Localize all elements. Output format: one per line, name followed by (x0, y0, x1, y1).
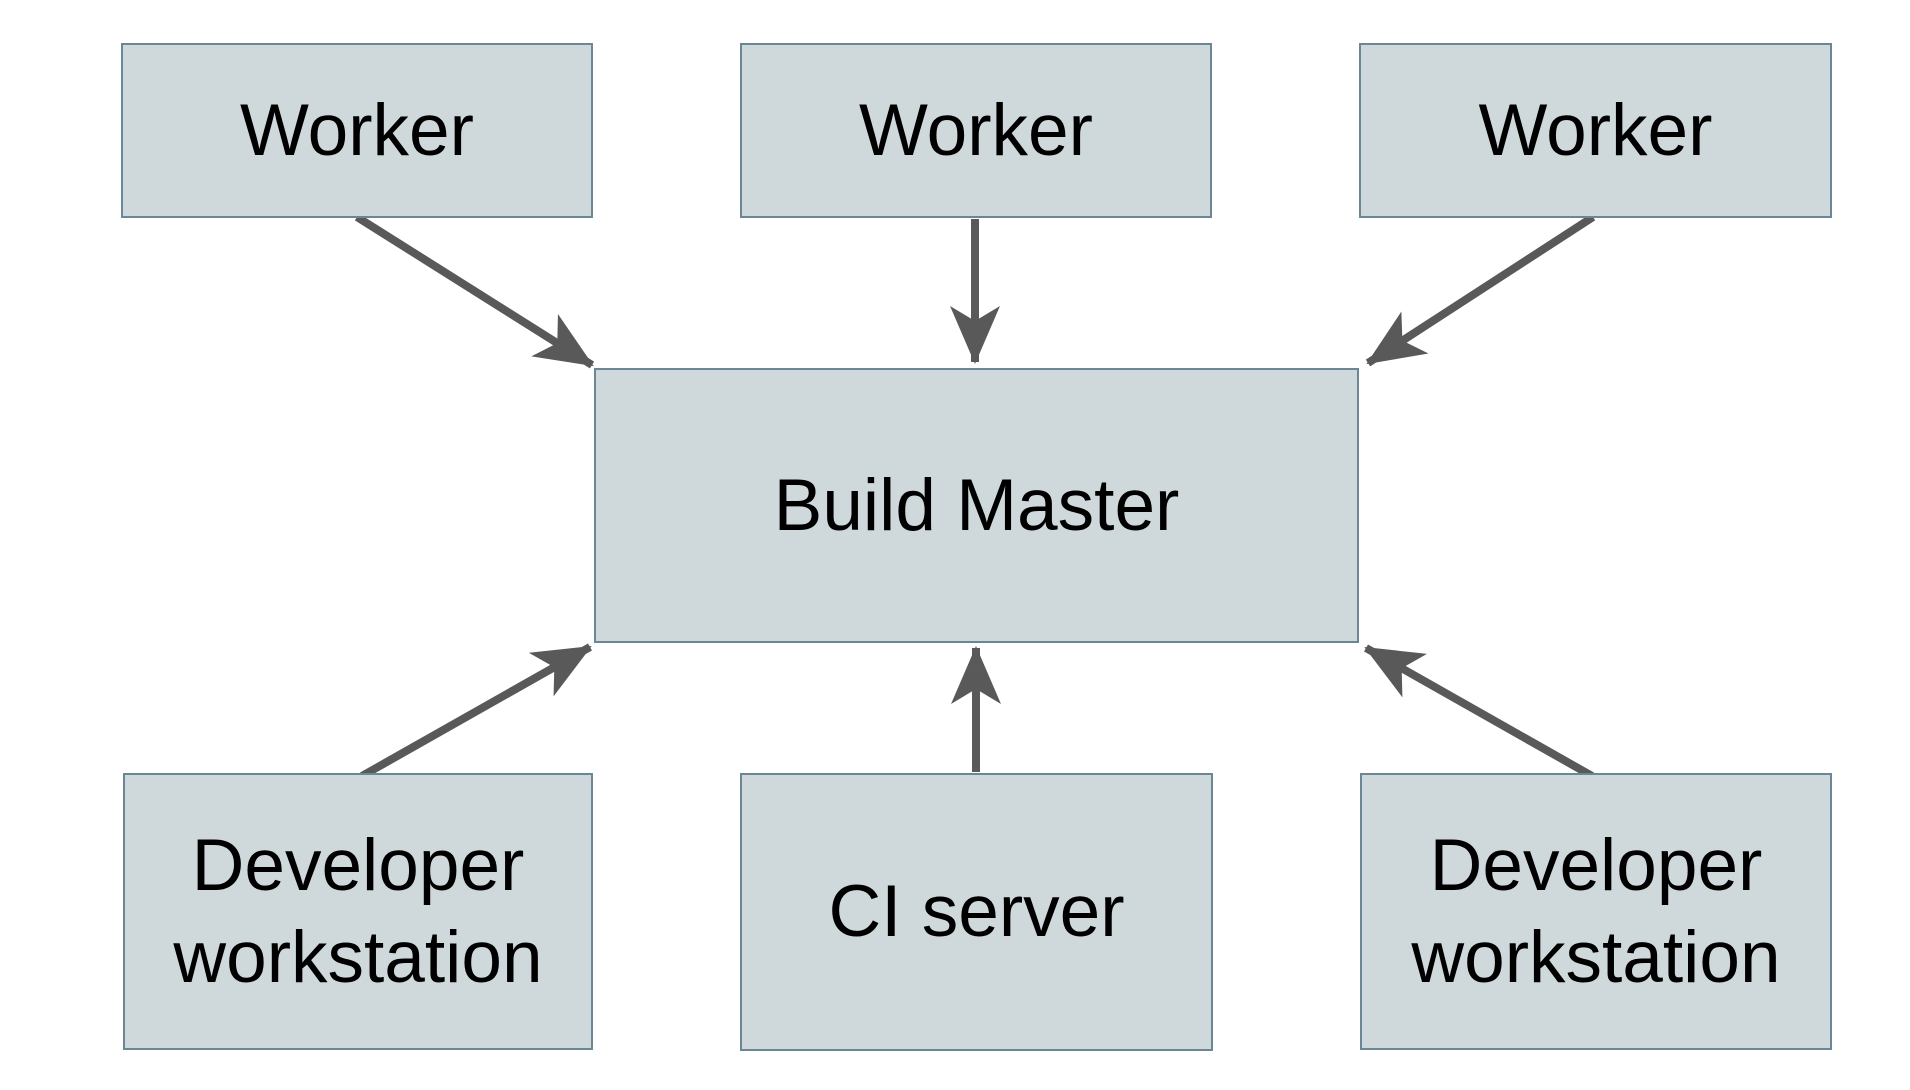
node-ci-server-label: CI server (828, 871, 1125, 953)
arrow-dev-workstation-right-to-build-master (1364, 644, 1594, 780)
node-developer-workstation-left-label: Developer workstation (173, 825, 543, 998)
node-build-master: Build Master (594, 368, 1359, 643)
node-developer-workstation-right-label: Developer workstation (1411, 825, 1781, 998)
arrow-worker3-to-build-master (1365, 213, 1596, 367)
node-worker-1: Worker (121, 43, 593, 218)
node-worker-2: Worker (740, 43, 1212, 218)
node-developer-workstation-left: Developer workstation (123, 773, 593, 1050)
node-worker-2-label: Worker (859, 89, 1093, 171)
node-ci-server: CI server (740, 773, 1213, 1051)
node-developer-workstation-right: Developer workstation (1360, 773, 1832, 1050)
node-worker-3: Worker (1359, 43, 1832, 218)
node-worker-3-label: Worker (1478, 89, 1713, 171)
node-worker-1-label: Worker (240, 89, 474, 171)
arrow-dev-workstation-left-to-build-master (360, 643, 592, 780)
arrow-worker1-to-build-master (354, 213, 595, 369)
node-build-master-label: Build Master (773, 464, 1180, 546)
